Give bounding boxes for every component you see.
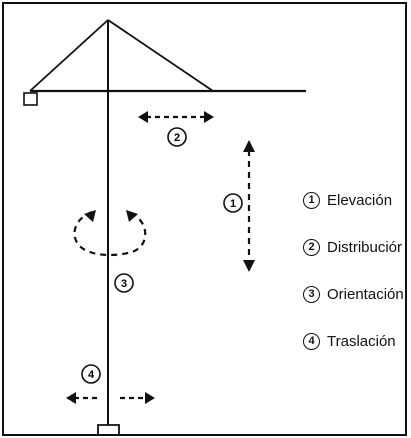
distribucion-arrow (138, 111, 214, 123)
legend-label: Traslación (327, 332, 396, 350)
diagram-number-3: 3 (114, 273, 134, 293)
diagram-frame (2, 2, 407, 436)
svg-text:3: 3 (121, 278, 127, 290)
orientacion-arrow (73, 210, 147, 257)
crane-tie-left (29, 19, 109, 92)
traslacion-arrow-left (66, 392, 98, 404)
legend-label: Distribuciór (327, 238, 403, 256)
legend: 1 Elevación 2 Distribuciór 3 Orientación… (303, 188, 404, 376)
legend-number: 4 (303, 332, 320, 350)
legend-item-elevacion: 1 Elevación (303, 188, 404, 212)
legend-label: Elevación (327, 191, 393, 209)
svg-text:1: 1 (230, 198, 236, 210)
legend-number: 3 (303, 285, 320, 303)
legend-item-traslacion: 4 Traslación (303, 329, 404, 353)
legend-number: 1 (303, 191, 320, 209)
legend-item-orientacion: 3 Orientación (303, 282, 404, 306)
traslacion-arrow-right (120, 392, 155, 404)
legend-item-distribucion: 2 Distribuciór (303, 235, 404, 259)
crane-tie-right (107, 19, 214, 92)
svg-text:4: 4 (88, 369, 95, 381)
crane-counterweight (23, 92, 38, 106)
svg-text:2: 2 (174, 132, 180, 144)
legend-label: Orientación (327, 285, 404, 303)
legend-number: 2 (303, 238, 320, 256)
diagram-number-4: 4 (81, 364, 101, 384)
diagram-number-1: 1 (223, 193, 243, 213)
elevacion-arrow (243, 140, 255, 272)
crane-base (97, 424, 120, 434)
diagram-number-2: 2 (167, 127, 187, 147)
